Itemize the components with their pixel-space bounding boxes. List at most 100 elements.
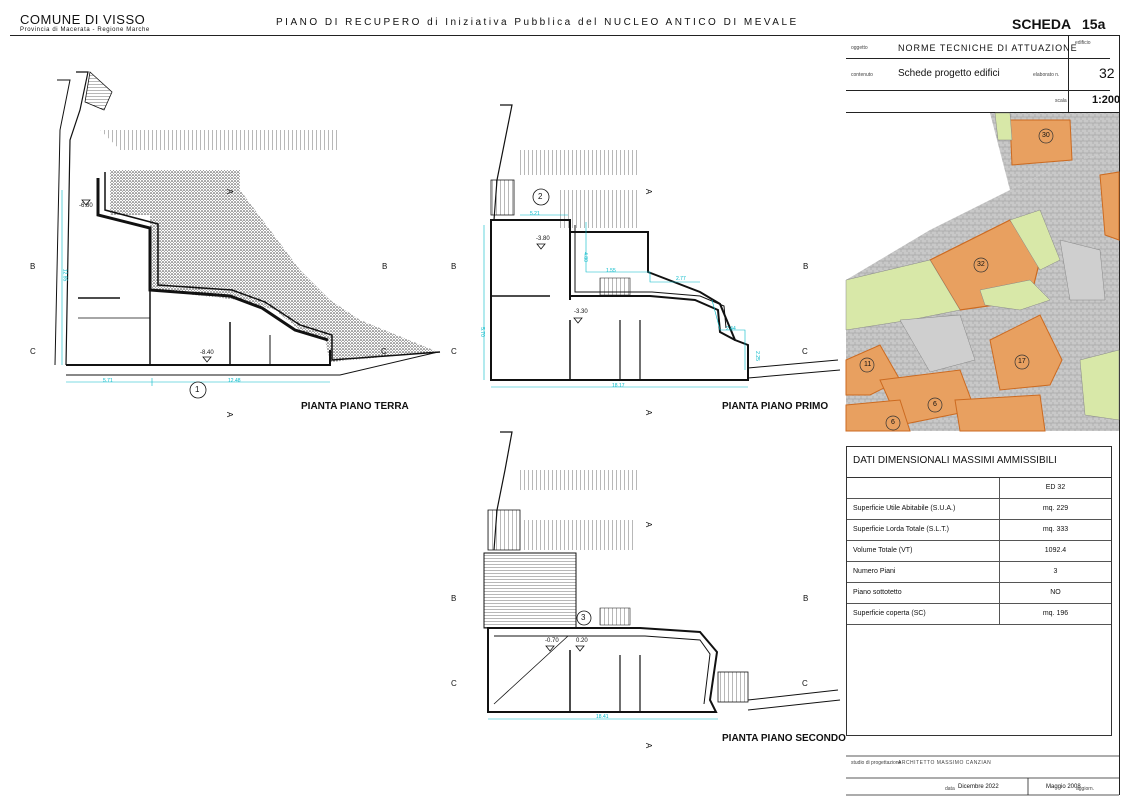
map-label-6b: 6	[891, 419, 895, 426]
table-row: Superficie Lorda Totale (S.L.T.) mq. 333	[847, 520, 1111, 541]
contenuto-label: contenuto	[851, 72, 873, 78]
scheda-number: 15a	[1082, 16, 1106, 32]
plan-title-terra: PIANTA PIANO TERRA	[301, 401, 409, 412]
terra-number: 1	[195, 385, 200, 394]
plan-piano-terra	[54, 71, 441, 376]
row-label: Superficie Lorda Totale (S.L.T.)	[847, 520, 1000, 540]
plan-piano-primo	[490, 104, 841, 381]
table-header-blank	[847, 478, 1000, 498]
row-value: mq. 229	[1042, 505, 1069, 512]
edificio-label: edificio	[1075, 40, 1091, 46]
studio-name: ARCHITETTO MASSIMO CANZIAN	[898, 760, 992, 766]
secondo-level-1: -0.70	[545, 638, 559, 644]
secondo-section-c-right: C	[802, 679, 808, 688]
dimensional-data-table: DATI DIMENSIONALI MASSIMI AMMISSIBILI ED…	[846, 446, 1112, 736]
scheda-label: SCHEDA	[1012, 16, 1072, 32]
footer-note: Maggio 2008	[1046, 784, 1081, 790]
scala-label: scala	[1055, 98, 1067, 104]
secondo-section-a-bottom: A	[644, 742, 654, 749]
row-label: Superficie coperta (SC)	[847, 604, 1000, 624]
map-label-6a: 6	[933, 401, 937, 408]
primo-height-1: 4.80	[581, 252, 588, 262]
secondo-section-a-top: A	[644, 521, 654, 528]
primo-section-c-left: C	[451, 347, 457, 356]
secondo-number: 3	[581, 613, 586, 622]
terra-height: 12.85	[61, 268, 68, 282]
row-label: Volume Totale (VT)	[847, 541, 1000, 561]
oggetto-label: oggetto	[851, 45, 868, 51]
primo-dim-b: 1.55	[606, 268, 616, 274]
info-rule-1	[846, 58, 1110, 59]
terra-level-1: -6.80	[79, 203, 93, 209]
primo-section-b-right: B	[803, 262, 809, 271]
elaborato-label: elaborato n.	[1033, 72, 1060, 78]
terra-section-c-right: C	[381, 347, 387, 356]
scala-value: 1:200	[1092, 94, 1121, 106]
comune-title: COMUNE DI VISSO	[20, 12, 146, 27]
map-label-30: 30	[1042, 132, 1050, 139]
primo-section-a-top: A	[644, 188, 654, 195]
primo-dim-a: 5.21	[530, 211, 540, 217]
date-label: data	[945, 786, 955, 792]
primo-number: 2	[538, 192, 543, 201]
info-rule-3	[846, 112, 1120, 113]
elaborato-value: 32	[1099, 65, 1115, 81]
primo-section-a-bottom: A	[644, 409, 654, 416]
secondo-section-b-left: B	[451, 594, 457, 603]
primo-level-1: -3.80	[536, 236, 550, 242]
primo-level-2: -3.30	[574, 309, 588, 315]
row-label: Piano sottotetto	[847, 583, 1000, 603]
row-value: 3	[1053, 568, 1058, 575]
primo-dimension-lines	[483, 214, 748, 388]
location-map	[845, 112, 1120, 432]
row-label: Superficie Utile Abitabile (S.U.A.)	[847, 499, 1000, 519]
terra-section-c-left: C	[30, 347, 36, 356]
terra-width-2: 12.48	[228, 378, 241, 384]
map-label-17: 17	[1018, 358, 1026, 365]
primo-height-2: 5.70	[478, 327, 485, 337]
contenuto-value: Schede progetto edifici	[898, 68, 1000, 79]
info-rule-2	[846, 90, 1110, 91]
primo-section-c-right: C	[802, 347, 808, 356]
secondo-level-2: 0.20	[576, 638, 588, 644]
terra-width-1: 5.71	[103, 378, 113, 384]
terra-level-2: -8.40	[200, 350, 214, 356]
header-rule	[10, 35, 1120, 36]
table-row: Superficie coperta (SC) mq. 196	[847, 604, 1111, 625]
secondo-section-b-right: B	[803, 594, 809, 603]
document-title: PIANO DI RECUPERO di Iniziativa Pubblica…	[276, 17, 799, 28]
row-value: mq. 196	[1042, 610, 1069, 617]
map-label-11: 11	[864, 361, 872, 368]
map-label-32: 32	[977, 261, 985, 268]
primo-dim-d: 2.44	[726, 326, 736, 332]
provincia-subtitle: Provincia di Macerata - Regione Marche	[20, 27, 150, 33]
date-value: Dicembre 2022	[958, 784, 999, 790]
table-header-row: ED 32	[847, 478, 1111, 499]
row-value: mq. 333	[1042, 526, 1069, 533]
table-row: Superficie Utile Abitabile (S.U.A.) mq. …	[847, 499, 1111, 520]
right-border	[1119, 35, 1120, 795]
primo-dim-c: 2.77	[676, 276, 686, 282]
primo-section-b-left: B	[451, 262, 457, 271]
row-label: Numero Piani	[847, 562, 1000, 582]
row-value: NO	[1050, 589, 1061, 596]
terra-section-b-right: B	[382, 262, 388, 271]
row-value: 1092.4	[1044, 547, 1067, 554]
table-row: Piano sottotetto NO	[847, 583, 1111, 604]
table-title: DATI DIMENSIONALI MASSIMI AMMISSIBILI	[847, 447, 1111, 478]
aggiorn-label: aggiorn.	[1076, 786, 1095, 792]
studio-label: studio di progettazione	[851, 760, 902, 766]
terra-section-b-left: B	[30, 262, 36, 271]
plan-title-secondo: PIANTA PIANO SECONDO	[722, 733, 846, 744]
info-divider	[1068, 35, 1069, 112]
terra-section-a-bottom: A	[225, 411, 235, 418]
table-row: Numero Piani 3	[847, 562, 1111, 583]
secondo-width: 18.41	[596, 714, 609, 720]
primo-dim-e: 2.25	[753, 351, 760, 361]
oggetto-value: NORME TECNICHE DI ATTUAZIONE	[898, 43, 1078, 53]
table-row: Volume Totale (VT) 1092.4	[847, 541, 1111, 562]
plan-piano-secondo	[483, 431, 841, 713]
terra-section-a-top: A	[225, 188, 235, 195]
primo-width: 18.17	[612, 383, 625, 389]
